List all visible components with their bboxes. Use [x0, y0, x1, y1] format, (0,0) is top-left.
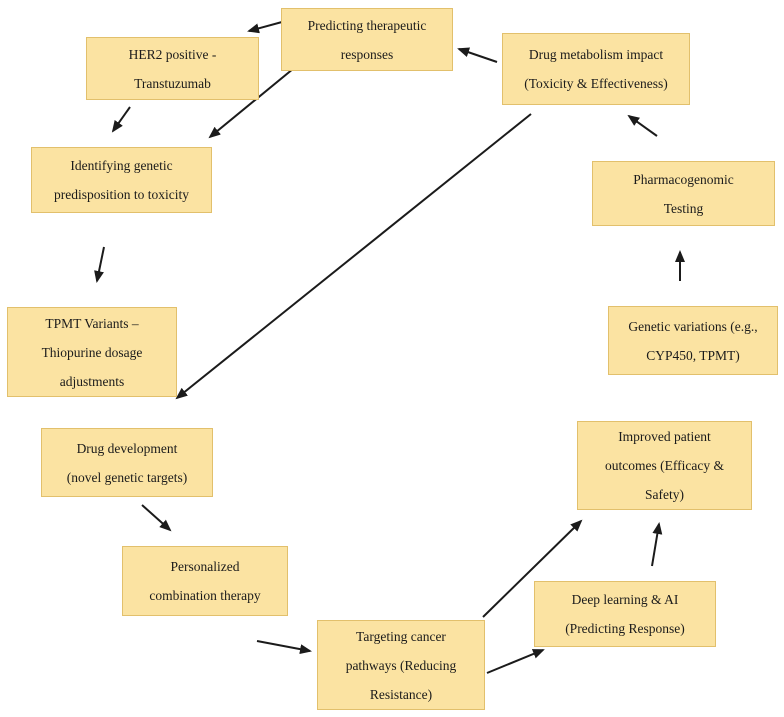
node-drug-development: Drug development (novel genetic targets) — [41, 428, 213, 497]
node-label-line: Thiopurine dosage — [41, 344, 143, 360]
node-label-line: Drug metabolism impact — [528, 47, 664, 62]
node-label-line: adjustments — [59, 373, 125, 389]
arrow-personalized-therapy-to-targeting-pathways — [256, 640, 312, 655]
node-label-line: Resistance) — [369, 686, 433, 702]
node-her2-positive: HER2 positive - Transtuzumab — [86, 37, 259, 100]
node-label-line: HER2 positive - — [128, 46, 217, 62]
node-label-line: outcomes (Efficacy & — [605, 458, 724, 473]
node-label-line: responses — [340, 46, 394, 62]
node-drug-metabolism-impact: Drug metabolism impact (Toxicity & Effect… — [502, 33, 690, 105]
arrow-her2-positive-to-identifying-predisposition — [111, 106, 131, 133]
node-label-line: combination therapy — [149, 588, 261, 603]
node-label-line: (Predicting Response) — [565, 621, 685, 636]
arrow-drug-metabolism-impact-to-tpmt-variants — [175, 113, 532, 400]
node-label-line: Drug development — [76, 440, 178, 456]
node-label-line: Safety) — [645, 487, 684, 502]
node-label-line: Personalized — [170, 559, 240, 574]
node-predicting-responses: Predicting therapeutic responses — [281, 8, 453, 71]
node-tpmt-variants: TPMT Variants – Thiopurine dosage adjustme… — [7, 307, 177, 397]
node-deep-learning-ai: Deep learning & AI (Predicting Response) — [534, 581, 716, 647]
node-label-line: Genetic variations (e.g., — [628, 318, 758, 334]
arrow-deep-learning-ai-to-improved-outcomes — [651, 522, 663, 567]
node-label-line: TPMT Variants – — [45, 315, 139, 331]
node-label-line: Predicting therapeutic — [307, 17, 427, 33]
node-personalized-therapy: Personalized combination therapy — [122, 546, 288, 616]
arrow-drug-metabolism-impact-to-predicting-responses — [457, 47, 498, 63]
node-label-line: (Toxicity & Effectiveness) — [524, 76, 668, 91]
node-label-line: Deep learning & AI — [571, 592, 679, 607]
node-label-line: Testing — [663, 200, 704, 216]
node-label-line: Improved patient — [618, 429, 711, 444]
node-label-line: predisposition to toxicity — [54, 187, 189, 202]
arrow-predicting-responses-to-her2-positive — [247, 21, 283, 34]
node-label-line: Transtuzumab — [134, 75, 211, 91]
node-label-line: (novel genetic targets) — [66, 469, 188, 485]
arrow-drug-development-to-personalized-therapy — [141, 504, 172, 532]
arrow-pharmacogenomic-testing-to-drug-metabolism-impact — [627, 114, 658, 137]
arrow-targeting-pathways-to-deep-learning-ai — [486, 649, 545, 674]
node-identifying-predisposition: Identifying genetic predisposition to tox… — [31, 147, 212, 213]
node-improved-outcomes: Improved patient outcomes (Efficacy & Safe… — [577, 421, 752, 510]
node-label-line: Targeting cancer — [356, 628, 446, 644]
node-label-line: Identifying genetic — [70, 158, 173, 173]
node-genetic-variations: Genetic variations (e.g., CYP450, TPMT) — [608, 306, 778, 375]
arrow-identifying-predisposition-to-tpmt-variants — [94, 246, 105, 283]
node-label-line: pathways (Reducing — [345, 657, 457, 673]
node-label-line: CYP450, TPMT) — [646, 347, 740, 363]
node-label-line: Pharmacogenomic — [633, 171, 734, 187]
